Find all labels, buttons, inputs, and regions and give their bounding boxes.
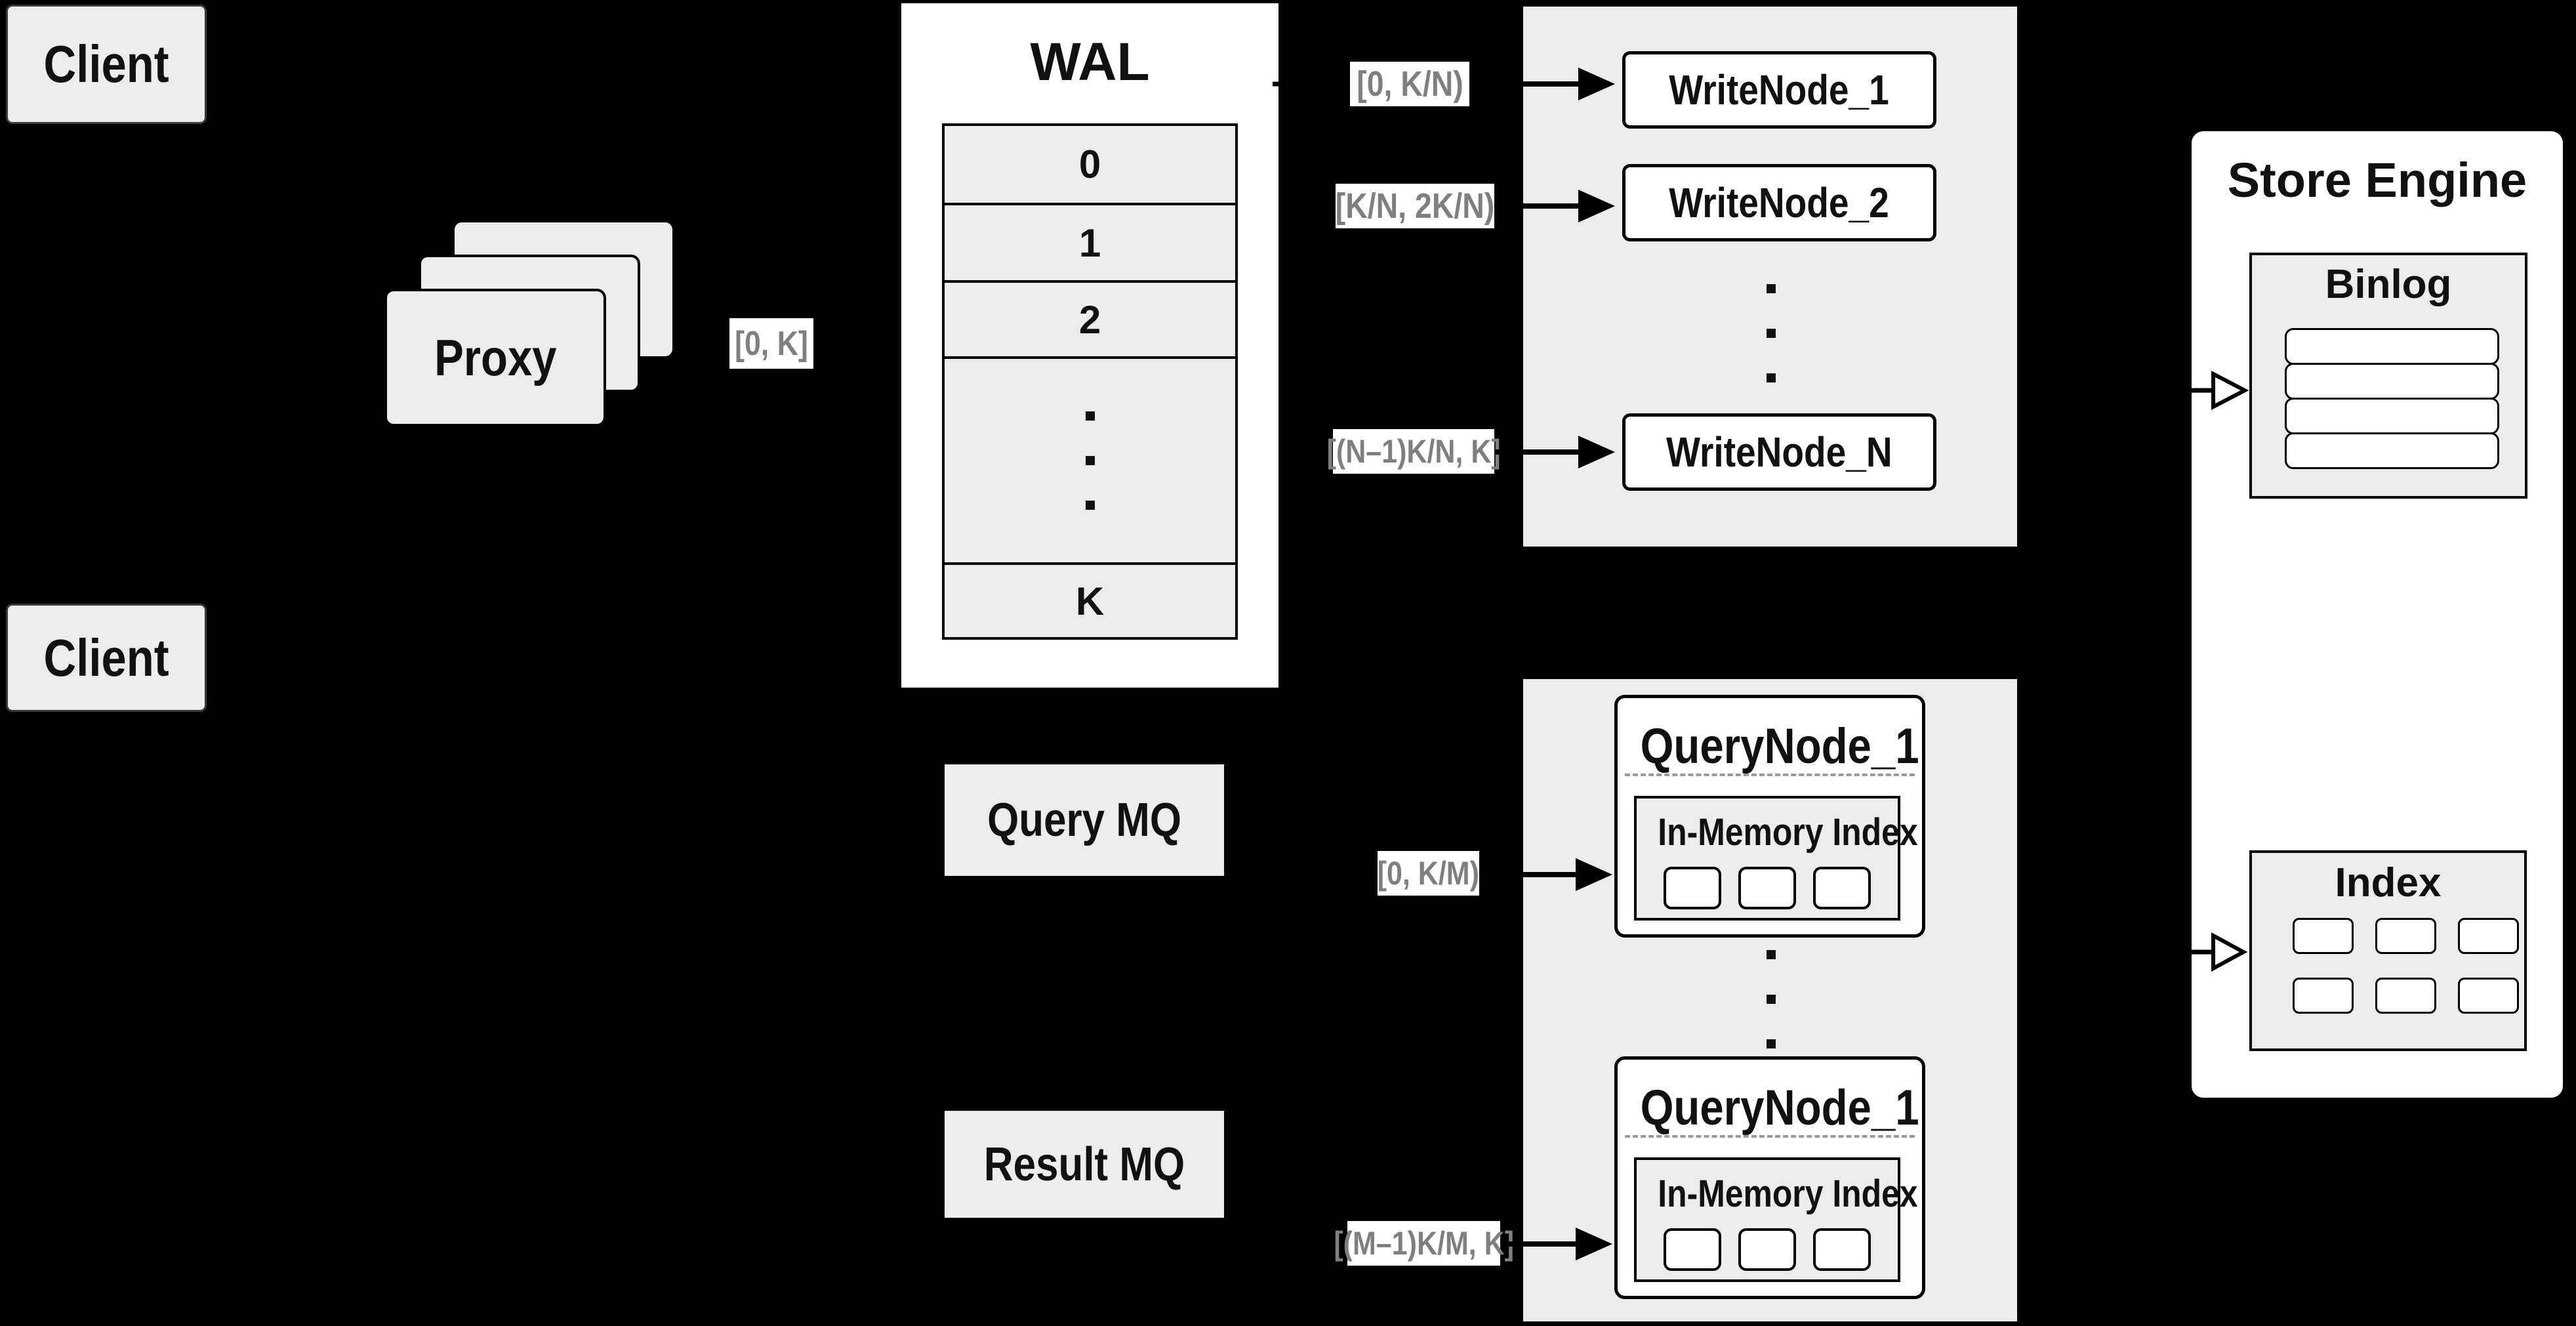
index-cell bbox=[2375, 978, 2436, 1014]
query-node-1: QueryNode_1 In-Memory Index bbox=[1614, 695, 1925, 938]
range-label-write-1: [0, K/N) bbox=[1350, 62, 1469, 106]
binlog-row bbox=[2285, 398, 2499, 434]
wal-segment-table: 0 1 2 K bbox=[942, 123, 1238, 640]
wal-row-0: 0 bbox=[945, 126, 1235, 205]
wal-title: WAL bbox=[1030, 32, 1150, 92]
wal-row-ellipsis bbox=[945, 359, 1235, 565]
wal-row-1: 1 bbox=[945, 205, 1235, 283]
ellipsis-dot bbox=[1767, 950, 1776, 959]
binlog-title: Binlog bbox=[2325, 262, 2452, 307]
range-label-write-2: [K/N, 2K/N) bbox=[1336, 184, 1494, 228]
dashed-divider bbox=[1625, 1135, 1915, 1138]
ellipsis-dot bbox=[1085, 456, 1095, 465]
proxy-node: Proxy bbox=[384, 289, 606, 426]
ellipsis-dot bbox=[1085, 411, 1095, 421]
in-memory-index-box: In-Memory Index bbox=[1634, 796, 1918, 921]
index-segments bbox=[1637, 867, 1898, 909]
segment-cell bbox=[1738, 1228, 1796, 1271]
in-memory-index-box: In-Memory Index bbox=[1634, 1157, 1918, 1282]
ellipsis-dot bbox=[1767, 995, 1776, 1004]
query-node-1-title: QueryNode_1 bbox=[1640, 718, 1919, 774]
ellipsis-dot bbox=[1767, 1039, 1776, 1048]
segment-cell bbox=[1813, 867, 1871, 909]
segment-cell bbox=[1738, 867, 1796, 909]
binlog-rows bbox=[2285, 328, 2499, 469]
dashed-divider bbox=[1625, 774, 1915, 776]
query-mq-node: Query MQ bbox=[945, 764, 1224, 876]
write-node-2: WriteNode_2 bbox=[1622, 164, 1936, 241]
in-memory-index-title: In-Memory Index bbox=[1658, 811, 1918, 854]
ellipsis-dot bbox=[1767, 373, 1776, 383]
binlog-row bbox=[2285, 432, 2499, 469]
binlog-row bbox=[2285, 363, 2499, 400]
segment-cell bbox=[1813, 1228, 1871, 1271]
index-cell bbox=[2375, 918, 2436, 954]
ellipsis-dot bbox=[1085, 501, 1095, 510]
binlog-row bbox=[2285, 328, 2499, 365]
index-cells-row bbox=[2293, 918, 2519, 954]
wal-row-2: 2 bbox=[945, 283, 1235, 359]
client-top-label: Client bbox=[43, 35, 169, 93]
index-cell bbox=[2293, 918, 2354, 954]
query-node-2-title: QueryNode_1 bbox=[1640, 1080, 1919, 1136]
segment-cell bbox=[1664, 867, 1721, 909]
client-node-top: Client bbox=[6, 5, 207, 124]
ellipsis-dot bbox=[1767, 329, 1776, 338]
index-cell bbox=[2458, 918, 2519, 954]
client-node-bottom: Client bbox=[6, 604, 207, 712]
index-cells-row bbox=[2293, 978, 2519, 1014]
segment-cell bbox=[1664, 1228, 1721, 1271]
write-nodes-vertical-ellipsis bbox=[1767, 284, 1776, 383]
index-cell bbox=[2293, 978, 2354, 1014]
ellipsis-dot bbox=[1767, 284, 1776, 293]
write-node-1: WriteNode_1 bbox=[1622, 51, 1936, 129]
client-bottom-label: Client bbox=[43, 628, 169, 687]
index-title: Index bbox=[2335, 860, 2442, 905]
index-segments bbox=[1637, 1228, 1898, 1271]
in-memory-index-title: In-Memory Index bbox=[1658, 1172, 1918, 1215]
range-label-write-n: [(N–1)K/N, K] bbox=[1326, 429, 1501, 474]
wal-row-k: K bbox=[1075, 579, 1105, 623]
range-label-0-k: [0, K] bbox=[729, 318, 813, 369]
query-node-2: QueryNode_1 In-Memory Index bbox=[1614, 1056, 1925, 1299]
result-mq-node: Result MQ bbox=[945, 1111, 1224, 1218]
store-engine-title: Store Engine bbox=[2227, 153, 2527, 207]
proxy-label: Proxy bbox=[434, 328, 557, 386]
range-label-query-1: [0, K/M) bbox=[1378, 851, 1479, 896]
query-nodes-vertical-ellipsis bbox=[1767, 950, 1776, 1048]
index-cell bbox=[2458, 978, 2519, 1014]
range-label-query-m: [(M–1)K/M, K] bbox=[1334, 1221, 1514, 1266]
write-node-n: WriteNode_N bbox=[1622, 413, 1936, 491]
